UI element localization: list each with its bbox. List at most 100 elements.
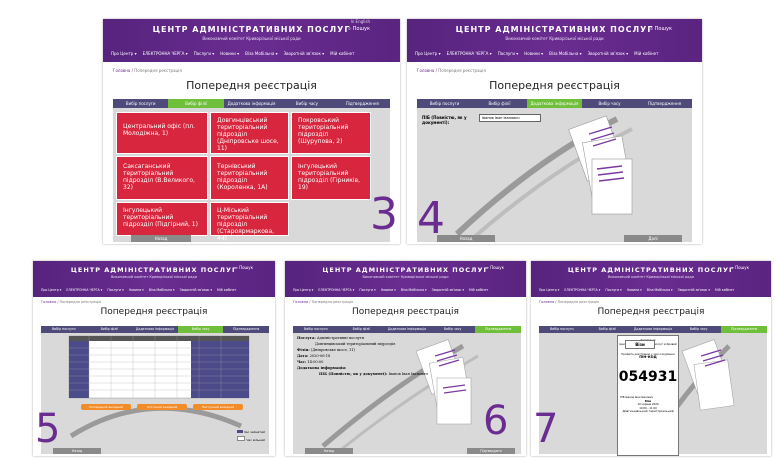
breadcrumb-home[interactable]: Головна (417, 68, 435, 73)
tab-time[interactable]: Вибір часу (689, 327, 708, 331)
main-nav: Про Центр ▾ ЕЛЕКТРОННА ЧЕРГА ▾ Послуги ▾… (407, 51, 702, 62)
nav-item[interactable]: Віза Мобільна ▾ (549, 51, 582, 56)
nav-item[interactable]: Новини ▾ (220, 51, 240, 56)
legend-current[interactable]: Поточний вихідний (137, 404, 187, 410)
nav-item[interactable]: Мій кабінет (330, 51, 355, 56)
nav-item[interactable]: Новини ▾ (128, 288, 144, 292)
tab-time[interactable]: Вибір часу (177, 326, 224, 333)
language-link[interactable]: In English (350, 19, 370, 24)
prev-button[interactable]: Назад (53, 448, 101, 454)
tab-time[interactable]: Вибір часу (295, 101, 318, 106)
tab-time[interactable]: Вибір часу (443, 327, 462, 331)
tab-service[interactable]: Вибір послуги (549, 327, 574, 331)
breadcrumb-home[interactable]: Головна (293, 300, 309, 304)
nav-item[interactable]: ЕЛЕКТРОННА ЧЕРГА ▾ (318, 288, 355, 292)
next-button[interactable]: Далі (624, 235, 682, 242)
nav-item[interactable]: Зворотній зв'язок ▾ (587, 51, 629, 56)
fio-input[interactable]: Іванов Іван Іванович (479, 114, 541, 122)
tab-confirm[interactable]: Підтвердження (345, 101, 379, 106)
nav-item[interactable]: Віза Мобільна ▾ (400, 288, 427, 292)
search-button[interactable]: ⌕ Пошук (235, 265, 253, 270)
step-tabs: Вибір послуги Вибір філії Додаткова інфо… (293, 326, 521, 333)
nav-item[interactable]: Послуги ▾ (193, 51, 215, 56)
tab-confirm[interactable]: Підтвердження (233, 327, 260, 331)
site-subtitle: Виконавчий комітет Криворізької міської … (505, 36, 604, 41)
nav-item[interactable]: Зворотній зв'язок ▾ (179, 288, 212, 292)
breadcrumb: Головна / Попередня реєстрація (113, 68, 182, 73)
nav-item[interactable]: Мій кабінет (216, 288, 237, 292)
tab-branch[interactable]: Вибір філії (598, 327, 617, 331)
nav-item[interactable]: Послуги ▾ (107, 288, 124, 292)
nav-item[interactable]: Зворотній зв'язок ▾ (431, 288, 464, 292)
tab-service[interactable]: Вибір послуги (429, 101, 460, 106)
prev-button[interactable]: Назад (131, 235, 191, 242)
prev-button[interactable]: Назад (305, 448, 353, 454)
tab-service[interactable]: Вибір послуги (51, 327, 76, 331)
tab-extra-info[interactable]: Додаткова інформація (527, 99, 582, 108)
tab-confirm[interactable]: Підтвердження (475, 326, 521, 333)
nav-item[interactable]: Про Центр ▾ (41, 288, 62, 292)
tab-extra-info[interactable]: Додаткова інформація (135, 327, 175, 331)
nav-item[interactable]: Мій кабінет (468, 288, 489, 292)
nav-item[interactable]: Новини ▾ (380, 288, 396, 292)
nav-item[interactable]: Мій кабінет (634, 51, 659, 56)
confirm-button[interactable]: Підтвердити (467, 448, 515, 454)
legend-next[interactable]: Наступний вихідний (193, 404, 243, 410)
search-button[interactable]: ⌕ Пошук (650, 26, 672, 32)
step-number: 5 (35, 406, 61, 452)
ticket-line: ПІБ Іванов Іван Іванович (620, 395, 654, 399)
nav-item[interactable]: Зворотній зв'язок ▾ (283, 51, 325, 56)
breadcrumb-home[interactable]: Головна (41, 300, 57, 304)
tab-extra-info[interactable]: Додаткова інформація (387, 327, 427, 331)
branch-card[interactable]: Довгинцівський територіальний підрозділ … (210, 112, 289, 154)
nav-item[interactable]: Віза Мобільна ▾ (245, 51, 278, 56)
branch-card[interactable]: Тернівський територіальний підрозділ (Ко… (210, 156, 289, 200)
tab-time[interactable]: Вибір часу (598, 101, 621, 106)
branch-card[interactable]: Центральний офіс (пл. Молодіжна, 1) (116, 112, 208, 154)
branch-card[interactable]: Ц-Міський територіальний підрозділ (Стар… (210, 202, 289, 242)
branch-card[interactable]: Інгулецький територіальний підрозділ (Пі… (116, 202, 208, 236)
nav-item[interactable]: Про Центр ▾ (111, 51, 137, 56)
nav-item[interactable]: Новини ▾ (524, 51, 544, 56)
tab-branch[interactable]: Вибір філії (168, 99, 224, 108)
nav-item[interactable]: Про Центр ▾ (539, 288, 560, 292)
nav-item[interactable]: ЕЛЕКТРОННА ЧЕРГА ▾ (446, 51, 492, 56)
tab-service[interactable]: Вибір послуги (125, 101, 156, 106)
nav-item[interactable]: Новини ▾ (626, 288, 642, 292)
registration-panel: Вибір послуги Вибір філії Додаткова інфо… (539, 326, 767, 456)
search-button[interactable]: ⌕ Пошук (348, 26, 370, 32)
nav-item[interactable]: Послуги ▾ (497, 51, 519, 56)
breadcrumb-home[interactable]: Головна (113, 68, 131, 73)
tab-branch[interactable]: Вибір філії (100, 327, 119, 331)
search-button[interactable]: ⌕ Пошук (731, 265, 749, 270)
nav-item[interactable]: Мій кабінет (714, 288, 735, 292)
nav-item[interactable]: Послуги ▾ (359, 288, 376, 292)
detail-row: Додаткова інформація: (297, 366, 347, 370)
nav-item[interactable]: ЕЛЕКТРОННА ЧЕРГА ▾ (564, 288, 601, 292)
branch-card[interactable]: Саксаганський територіальний підрозділ (… (116, 156, 208, 200)
search-icon: ⌕ (731, 265, 734, 270)
tab-extra-info[interactable]: Додаткова інформація (633, 327, 673, 331)
tab-confirm[interactable]: Підтвердження (647, 101, 682, 106)
tab-branch[interactable]: Вибір філії (352, 327, 371, 331)
tab-extra-info[interactable]: Додаткова інформація (227, 101, 276, 106)
tab-branch[interactable]: Вибір філії (488, 101, 511, 106)
tab-confirm[interactable]: Підтвердження (721, 326, 767, 333)
nav-item[interactable]: ЕЛЕКТРОННА ЧЕРГА ▾ (142, 51, 188, 56)
nav-item[interactable]: Про Центр ▾ (415, 51, 441, 56)
legend-previous[interactable]: Попередній вихідний (81, 404, 131, 410)
nav-item[interactable]: Віза Мобільна ▾ (148, 288, 175, 292)
tab-service[interactable]: Вибір послуги (303, 327, 328, 331)
nav-item[interactable]: Про Центр ▾ (293, 288, 314, 292)
nav-item[interactable]: Послуги ▾ (605, 288, 622, 292)
nav-item[interactable]: Зворотній зв'язок ▾ (677, 288, 710, 292)
branch-card[interactable]: Інгулецький територіальний підрозділ (Гі… (291, 156, 371, 200)
main-nav: Про Центр ▾ ЕЛЕКТРОННА ЧЕРГА ▾ Послуги ▾… (33, 288, 275, 297)
prev-button[interactable]: Назад (437, 235, 495, 242)
nav-item[interactable]: ЕЛЕКТРОННА ЧЕРГА ▾ (66, 288, 103, 292)
nav-item[interactable]: Віза Мобільна ▾ (646, 288, 673, 292)
breadcrumb-home[interactable]: Головна (539, 300, 555, 304)
ticket-line: Довгинцівський територіальний (622, 409, 674, 414)
branch-card[interactable]: Покровський територіальний підрозділ (Шу… (291, 112, 371, 154)
search-button[interactable]: ⌕ Пошук (486, 265, 504, 270)
